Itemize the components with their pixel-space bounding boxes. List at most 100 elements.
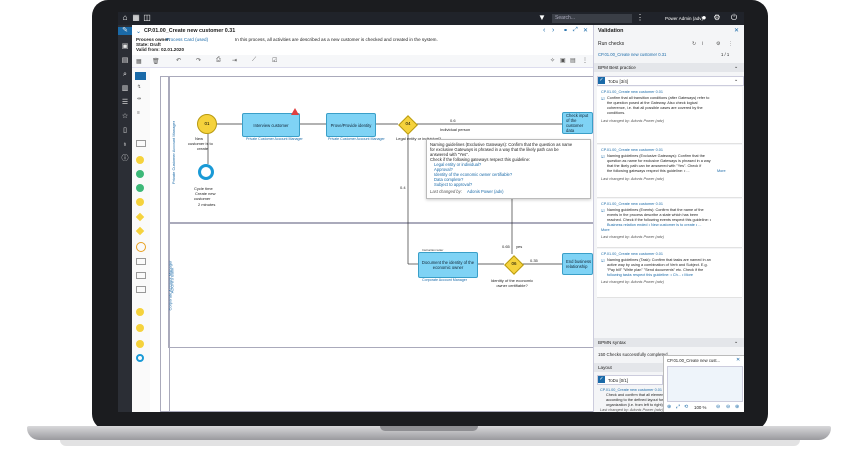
task-prove-identity[interactable]: Prove/Provide identity [326,113,376,137]
parallel-gateway-tool[interactable] [135,226,145,236]
data-object-tool[interactable] [136,258,146,265]
more-options-icon[interactable]: ⋮ [728,41,733,47]
bpmn-section-header[interactable]: BPMN syntax ⌄ [594,338,744,347]
search-input[interactable]: Search... [552,14,632,23]
intermediate-event-tool[interactable] [136,242,146,252]
boundary-event-tool[interactable] [136,354,144,362]
table-icon[interactable]: ▥ [121,85,129,92]
message-event-tool[interactable] [136,184,144,192]
collapse-icon[interactable]: ⌄ [136,29,142,35]
todo-chevron-icon[interactable]: ⌄ [734,77,739,83]
user-label[interactable]: Power Admin (adv) [665,16,704,21]
panel-model-link[interactable]: CP.01.00_Create new customer 0.31 [598,52,667,57]
end-event-tool[interactable] [136,170,144,178]
card-2-check-icon[interactable]: ☑ [601,155,605,159]
text-tool[interactable]: ≡ [137,110,140,116]
check-icon[interactable]: ☑ [272,58,278,64]
pointer-tool[interactable] [135,72,146,80]
image-icon[interactable]: ▣ [121,43,129,50]
start-event-tool[interactable] [136,156,144,164]
window-icon[interactable]: ◫ [143,13,151,22]
card-3-more-link[interactable]: More [601,228,610,232]
info-icon[interactable]: i [702,41,704,47]
expand-icon[interactable]: ⤢ [573,27,578,33]
zoom-in-icon[interactable]: ⊕ [667,404,672,410]
zoom-plus-icon[interactable]: ⊕ [735,404,740,410]
timer-event-tool[interactable] [136,198,144,206]
escalation-event-tool[interactable] [136,340,144,348]
card-1-check-icon[interactable]: ☑ [601,97,605,101]
image-view-icon[interactable]: ▤ [570,58,576,64]
error-event-tool[interactable] [136,324,144,332]
task-check-input[interactable]: Check input of the customer data [562,112,593,134]
connector-tool[interactable]: ↯ [137,84,142,90]
minimap-preview[interactable] [667,366,743,402]
grid-toggle-icon[interactable]: ▦ [136,59,142,65]
card-4-check-icon[interactable]: ☑ [601,259,605,263]
layout-todo-check-icon[interactable]: ✓ [598,376,605,383]
settings-icon[interactable]: ⚙ [716,41,721,47]
tooltip-changed-value[interactable]: Adonis Power (adv) [467,189,504,194]
delete-icon[interactable]: 🗑 [152,59,160,65]
filter-icon[interactable]: ▼ [538,13,546,22]
task-end-relationship[interactable]: End business relationship [562,253,593,275]
signal-event-tool[interactable] [136,308,144,316]
more-icon[interactable]: ⋮ [582,58,588,64]
bpm-todo-bar[interactable]: ✓ ToDo [3/4] ⌄ [597,76,744,86]
zoom-minus-icon[interactable]: ⊖ [726,404,731,410]
annotation-tool[interactable] [136,286,146,293]
panel-close-icon[interactable]: ✕ [734,28,740,34]
bpm-chevron-icon[interactable]: ⌄ [734,64,739,70]
home-icon[interactable]: ⌂ [122,13,128,22]
next-icon[interactable]: › [552,27,555,34]
star-icon[interactable]: ☆ [121,113,129,120]
bulb-icon[interactable]: ♁ [122,141,128,148]
data-store-tool[interactable] [136,272,146,279]
fit-icon[interactable]: ⤢ [676,404,681,410]
task-interview-customer[interactable]: Interview customer [242,113,300,137]
tree-icon[interactable]: ⚭ [563,28,569,34]
gateway-tool[interactable] [135,212,145,222]
owner-link[interactable]: Process Card (used) [166,37,209,42]
info-icon[interactable]: ⓘ [121,155,129,162]
export-icon[interactable]: ⇥ [232,58,238,64]
task-document-identity[interactable]: Document the identity of the economic ow… [418,252,478,278]
diagram-canvas[interactable]: ADONIS Bank Private Customer Account Man… [150,68,595,412]
print-icon[interactable]: ⎙ [216,57,221,63]
list-icon[interactable]: ☰ [121,99,129,106]
minimap-window[interactable]: CP.01.00_Create new cust... ✕ ⊕ ⤢ ⟲ 100 … [663,355,744,412]
run-checks-button[interactable]: Run checks [598,41,625,47]
layout-todo-bar[interactable]: ✓ ToDo [0/1] [597,375,663,385]
power-icon[interactable]: ⏻ [730,13,738,22]
reset-icon[interactable]: ⟲ [684,404,689,410]
layout-card-ref[interactable]: CP.01.00_Create new customer 0.01 [600,388,662,392]
layout-icon[interactable]: ▣ [560,58,566,64]
bpmn-chevron-icon[interactable]: ⌄ [734,339,739,345]
tooltip-link-5[interactable]: Subject to approval? [434,182,473,187]
zoom-out-icon[interactable]: ⊖ [716,404,721,410]
start-event[interactable]: 01 [197,114,217,134]
minimap-close-icon[interactable]: ✕ [736,357,741,363]
timer-event[interactable] [198,164,214,180]
settings-icon[interactable]: ⚙ [713,13,721,22]
tooltip-link-2[interactable]: Approval? [434,167,453,172]
close-model-icon[interactable]: ✕ [583,28,589,34]
redo-icon[interactable]: ↷ [196,58,202,64]
bpm-section-header[interactable]: BPM Best practice ⌄ [594,63,744,72]
card-3-ref[interactable]: CP.01.00_Create new customer 0.01 [601,202,663,206]
user-icon[interactable]: ● [701,13,707,22]
grid-menu-icon[interactable]: ⋮ [636,13,644,22]
warning-icon[interactable] [291,108,299,115]
tooltip-link-1[interactable]: Legal entity or individual? [434,162,482,167]
refresh-icon[interactable]: ↻ [692,41,697,47]
edit-icon[interactable]: ✎ [118,27,132,35]
prev-icon[interactable]: ‹ [543,27,546,34]
todo-check-icon[interactable]: ✓ [598,77,605,84]
tooltip-link-4[interactable]: Data complete? [434,177,464,182]
card-1-ref[interactable]: CP.01.00_Create new customer 0.01 [601,90,663,94]
grid-icon[interactable]: ▦ [132,13,140,22]
card-3-check-icon[interactable]: ☑ [601,209,605,213]
card-2-more-link[interactable]: More [717,169,726,173]
picture-icon[interactable]: ▤ [121,57,129,64]
tooltip-link-3[interactable]: Identity of the economic owner certifiab… [434,172,513,177]
